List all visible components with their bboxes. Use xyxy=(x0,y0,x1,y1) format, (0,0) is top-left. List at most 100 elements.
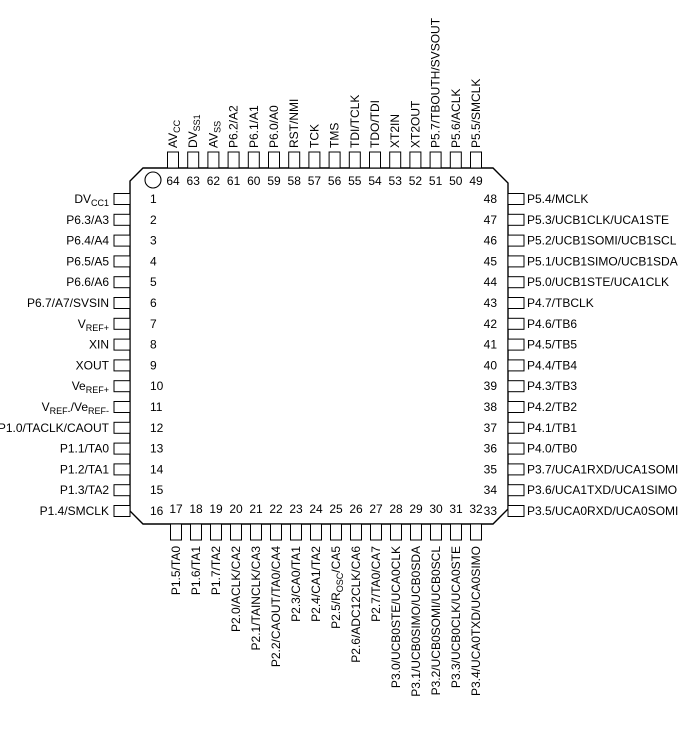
pin-pad xyxy=(429,151,442,169)
pin-number: 35 xyxy=(484,462,498,476)
pin-pad xyxy=(410,523,422,541)
pin-number: 17 xyxy=(169,502,183,516)
pin-label: XT2OUT xyxy=(408,100,422,148)
pin-label: P5.7/TBOUTH/SVSOUT xyxy=(429,17,443,148)
pin-3: 3P6.4/A4 xyxy=(66,234,157,248)
pin-label: TDI/TCLK xyxy=(348,95,362,148)
pin-label: P6.3/A3 xyxy=(66,213,109,227)
pin-number: 54 xyxy=(368,174,382,188)
pin-pad xyxy=(507,359,525,372)
pin-label: P3.0/UCB0STE/UCA0CLK xyxy=(389,546,403,688)
pin-label: AVSS xyxy=(206,121,222,148)
pin-label: XT2IN xyxy=(388,114,402,148)
pin-37: 37 P4.1/TB1 xyxy=(484,421,578,435)
pin-label: P1.7/TA2 xyxy=(209,546,223,595)
pin-label: P5.1/UCB1SIMO/UCB1SDA xyxy=(527,254,678,268)
pin-pad xyxy=(308,151,321,169)
pin-52: 52 XT2OUT xyxy=(408,100,422,188)
pin-number: 38 xyxy=(484,400,498,414)
pin-label: VeREF+ xyxy=(72,379,109,395)
pin-number: 33 xyxy=(484,504,498,518)
pin-pad xyxy=(113,317,131,330)
pin-number: 14 xyxy=(150,462,164,476)
pin-number: 5 xyxy=(150,275,157,289)
pin-label: RST/NMI xyxy=(287,99,301,148)
pins-layer: 1DVCC12P6.3/A33P6.4/A44P6.5/A55P6.6/A66P… xyxy=(0,17,678,696)
pin-pad xyxy=(409,151,422,169)
pin-number: 11 xyxy=(150,400,163,414)
pin-pad xyxy=(507,401,525,413)
pin-number: 29 xyxy=(409,502,423,516)
pin-number: 30 xyxy=(429,502,443,516)
pin-label: P1.4/SMCLK xyxy=(40,504,109,518)
pin-number: 24 xyxy=(309,502,323,516)
pin-pad xyxy=(113,380,131,393)
pin-label: P1.6/TA1 xyxy=(189,546,203,595)
pin-label: P4.2/TB2 xyxy=(527,400,577,414)
pin-pad xyxy=(370,523,382,541)
pin-number: 52 xyxy=(409,174,423,188)
pin-number: 20 xyxy=(229,502,243,516)
pin-label: P1.2/TA1 xyxy=(60,462,109,476)
pin-pad xyxy=(113,193,131,205)
pin-label: P6.5/A5 xyxy=(66,254,109,268)
pin-label: P2.2/CAOUT/TA0/CA4 xyxy=(269,546,283,667)
pin-number: 60 xyxy=(247,174,261,188)
pin-label: P2.7/TA0/CA7 xyxy=(369,546,383,622)
pin-pad xyxy=(288,151,301,169)
pin-number: 13 xyxy=(150,442,164,456)
pin-number: 28 xyxy=(389,502,403,516)
pin-pad xyxy=(268,151,280,169)
pin-number: 8 xyxy=(150,338,157,352)
pin-number: 57 xyxy=(308,174,322,188)
pin-label: DVSS1 xyxy=(186,114,202,148)
pin-number: 43 xyxy=(484,296,498,310)
pin-number: 12 xyxy=(150,421,164,435)
pin-label: P5.5/SMCLK xyxy=(469,79,483,148)
pin-number: 59 xyxy=(267,174,281,188)
pin-label: P4.1/TB1 xyxy=(527,421,577,435)
pin-number: 50 xyxy=(449,174,463,188)
pin-label: P4.4/TB4 xyxy=(527,358,577,372)
pin-label: P2.0/ACLK/CA2 xyxy=(229,546,243,632)
pin-number: 49 xyxy=(469,174,483,188)
pin-number: 40 xyxy=(484,358,498,372)
pin-number: 23 xyxy=(289,502,303,516)
pin-label: P6.4/A4 xyxy=(66,234,109,248)
pin-label: P6.2/A2 xyxy=(227,105,241,148)
pin-number: 44 xyxy=(484,275,498,289)
pin-number: 27 xyxy=(369,502,383,516)
pin-pad xyxy=(187,151,200,169)
pin-pad xyxy=(507,380,525,393)
pin-pad xyxy=(507,505,525,517)
pin-number: 37 xyxy=(484,421,498,435)
pin-number: 15 xyxy=(150,483,164,497)
pin-pad xyxy=(507,276,525,289)
pin-number: 7 xyxy=(150,317,157,331)
pin-label: P2.6/ADC12CLK/CA6 xyxy=(349,546,363,663)
pin-number: 22 xyxy=(269,502,283,516)
pin-label: P6.0/A0 xyxy=(267,105,281,148)
pin-pad xyxy=(227,151,240,169)
pin-pad xyxy=(507,255,525,268)
pin-pad xyxy=(113,338,131,351)
pin-pad xyxy=(250,523,262,541)
pin-pad xyxy=(348,151,361,169)
